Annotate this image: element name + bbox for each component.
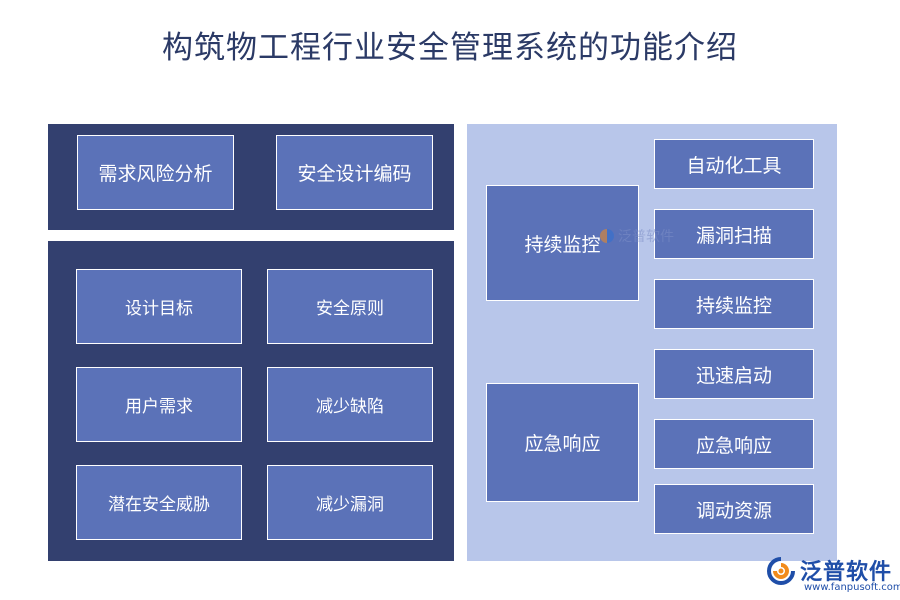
right-panel: 持续监控 应急响应 自动化工具 漏洞扫描 持续监控 迅速启动 应急响应 调动资源 xyxy=(467,124,837,561)
node-potential-threat: 潜在安全威胁 xyxy=(76,465,242,540)
node-emergency-response-group: 应急响应 xyxy=(486,383,639,502)
node-demand-risk-analysis: 需求风险分析 xyxy=(77,135,234,210)
node-allocate-resources: 调动资源 xyxy=(654,484,814,534)
node-continuous-monitoring-group: 持续监控 xyxy=(486,185,639,301)
node-reduce-vulnerabilities: 减少漏洞 xyxy=(267,465,433,540)
watermark-logo-icon xyxy=(600,229,614,243)
watermark: 泛普软件 xyxy=(600,226,674,246)
node-emergency-response: 应急响应 xyxy=(654,419,814,469)
node-user-requirement: 用户需求 xyxy=(76,367,242,442)
node-vulnerability-scan: 漏洞扫描 xyxy=(654,209,814,259)
brand-url: www.fanpusoft.com xyxy=(804,582,900,593)
node-automation-tools: 自动化工具 xyxy=(654,139,814,189)
node-design-goal: 设计目标 xyxy=(76,269,242,344)
brand-logo: 泛普软件 www.fanpusoft.com xyxy=(764,552,900,596)
brand-name: 泛普软件 xyxy=(800,560,893,585)
left-bottom-panel: 设计目标 安全原则 用户需求 减少缺陷 潜在安全威胁 减少漏洞 xyxy=(48,241,454,561)
node-continuous-monitoring: 持续监控 xyxy=(654,279,814,329)
node-quick-start: 迅速启动 xyxy=(654,349,814,399)
left-top-panel: 需求风险分析 安全设计编码 xyxy=(48,124,454,230)
node-secure-design-coding: 安全设计编码 xyxy=(276,135,433,210)
brand-swirl-icon xyxy=(767,557,795,585)
node-reduce-defects: 减少缺陷 xyxy=(267,367,433,442)
diagram-title: 构筑物工程行业安全管理系统的功能介绍 xyxy=(162,30,738,66)
watermark-text: 泛普软件 xyxy=(618,229,674,245)
node-security-principle: 安全原则 xyxy=(267,269,433,344)
